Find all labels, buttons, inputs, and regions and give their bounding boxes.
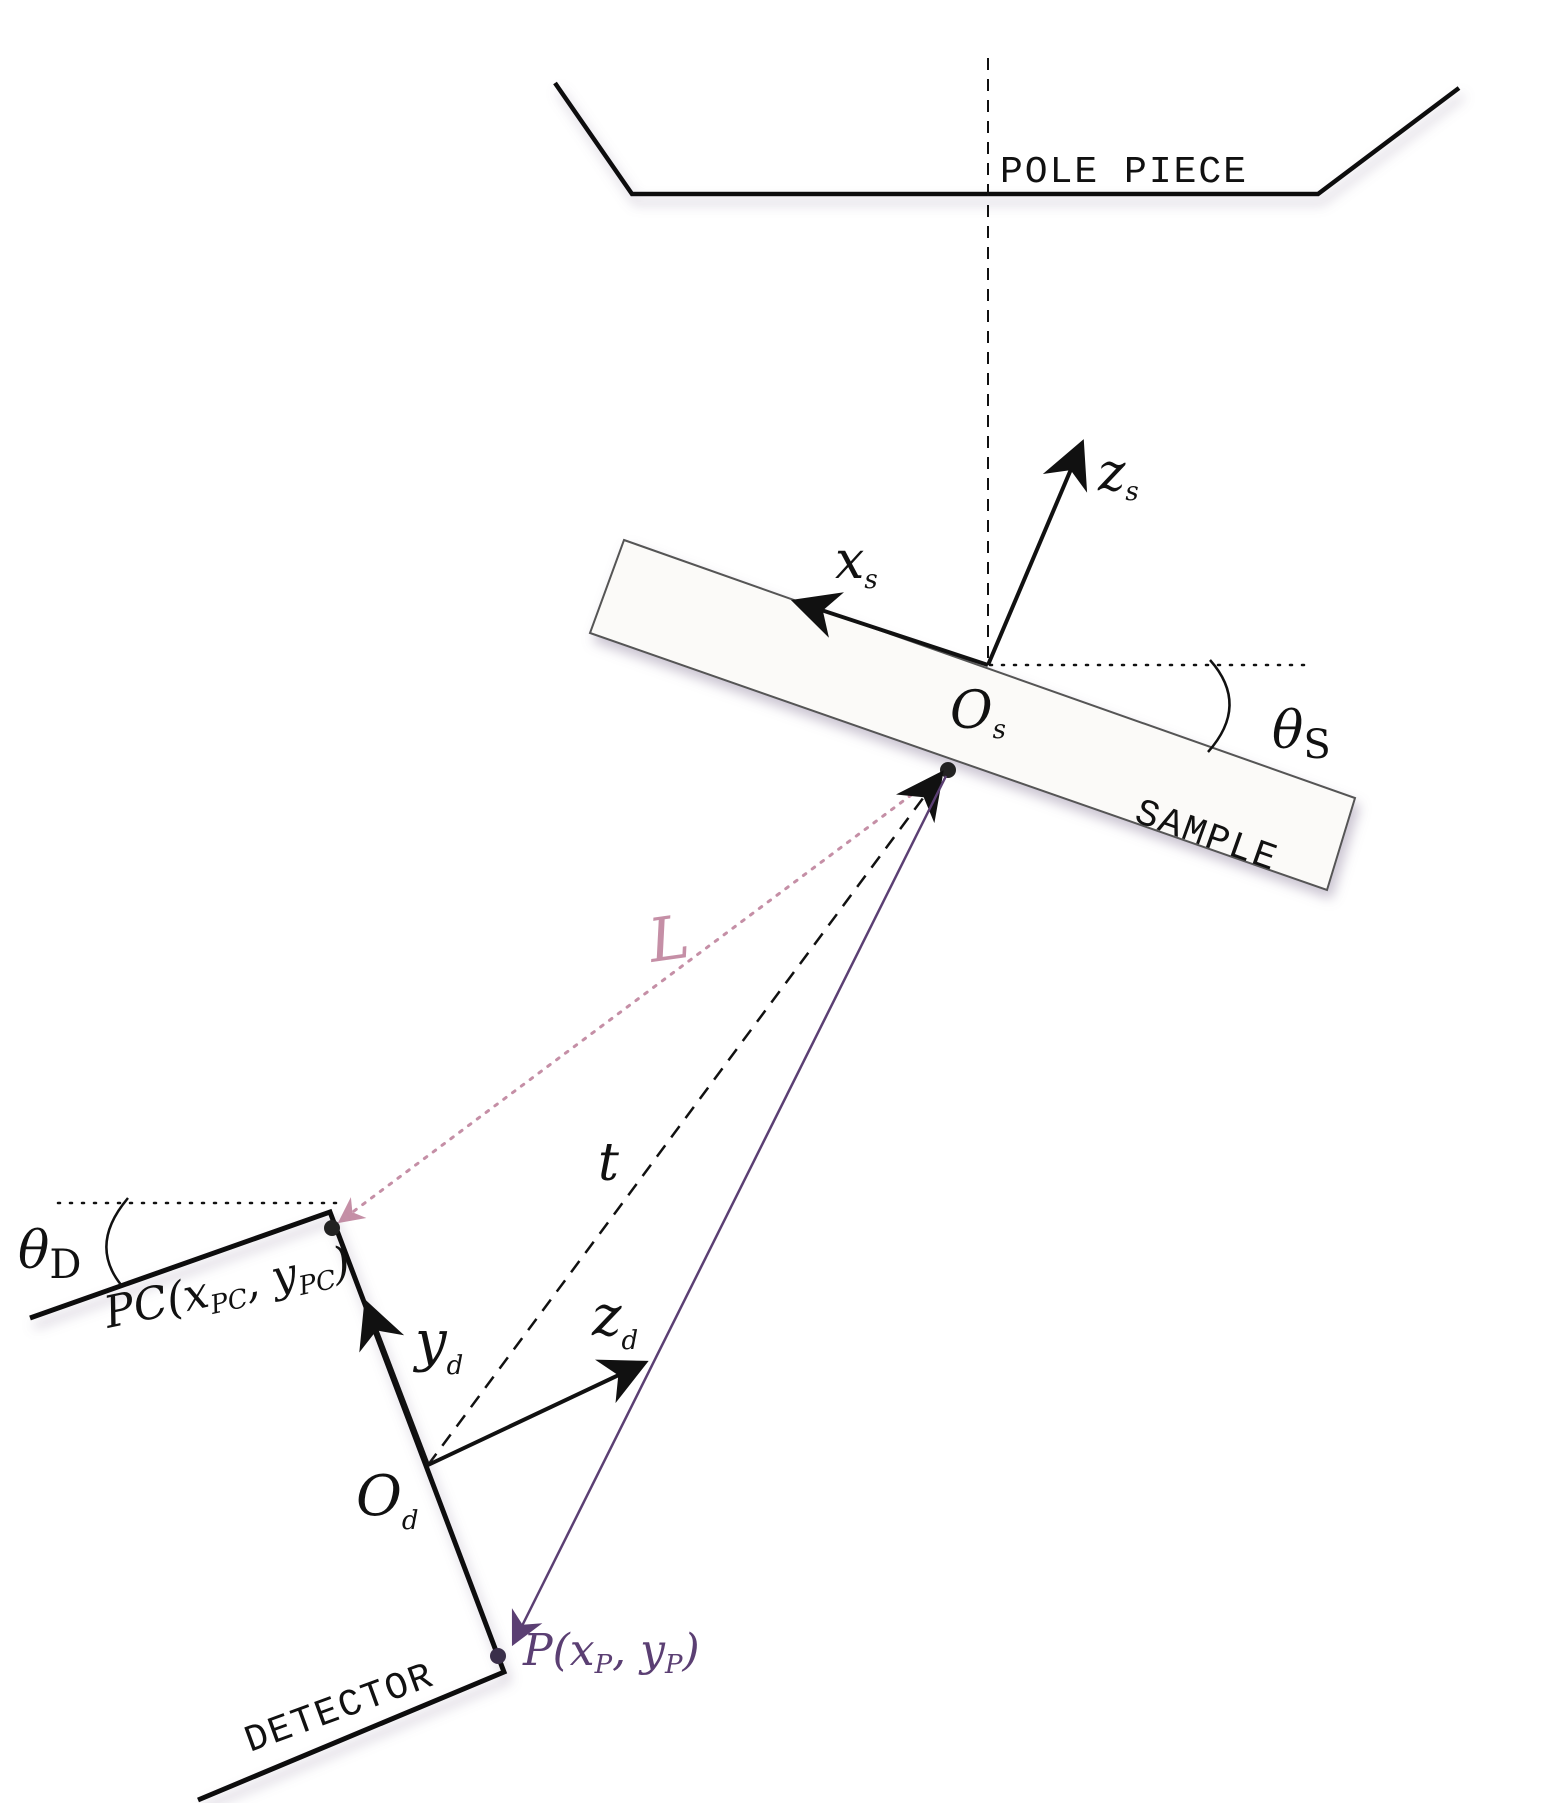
- sample-source-point: [940, 762, 956, 778]
- y-d-axis-arrow: [359, 1299, 430, 1466]
- z-d-label: zd: [591, 1284, 638, 1356]
- pole-piece: POLE PIECE: [553, 81, 1461, 197]
- theta-s-arc: [1207, 659, 1231, 753]
- pattern-point-p: [490, 1648, 506, 1664]
- p-label: P(xP, yP): [522, 1625, 700, 1680]
- pattern-centre-point: [324, 1220, 340, 1236]
- o-s-label: Os: [950, 681, 1006, 745]
- pc-label: PC(xPC, yPC): [99, 1237, 356, 1343]
- x-s-axis-arrow: [790, 592, 989, 667]
- z-s-axis-arrow: [986, 439, 1088, 666]
- t-label: t: [598, 1133, 619, 1193]
- x-s-label: xs: [835, 531, 878, 595]
- t-vector: [426, 770, 944, 1466]
- z-s-label: zs: [1097, 443, 1139, 507]
- y-d-label: yd: [412, 1309, 463, 1381]
- p-vector: [511, 775, 948, 1647]
- o-d-label: Od: [356, 1464, 419, 1536]
- pole-piece-label: POLE PIECE: [1000, 151, 1248, 194]
- l-vector: [337, 773, 940, 1224]
- theta-d-arc: [105, 1197, 129, 1287]
- detector-outline: [29, 1208, 508, 1803]
- l-label: L: [643, 902, 693, 977]
- z-d-axis-arrow: [427, 1359, 649, 1467]
- pole-piece-outline: [553, 81, 1461, 197]
- sample-block: [588, 538, 1357, 892]
- theta-d-label: θD: [18, 1221, 81, 1288]
- theta-s-label: θS: [1272, 701, 1331, 768]
